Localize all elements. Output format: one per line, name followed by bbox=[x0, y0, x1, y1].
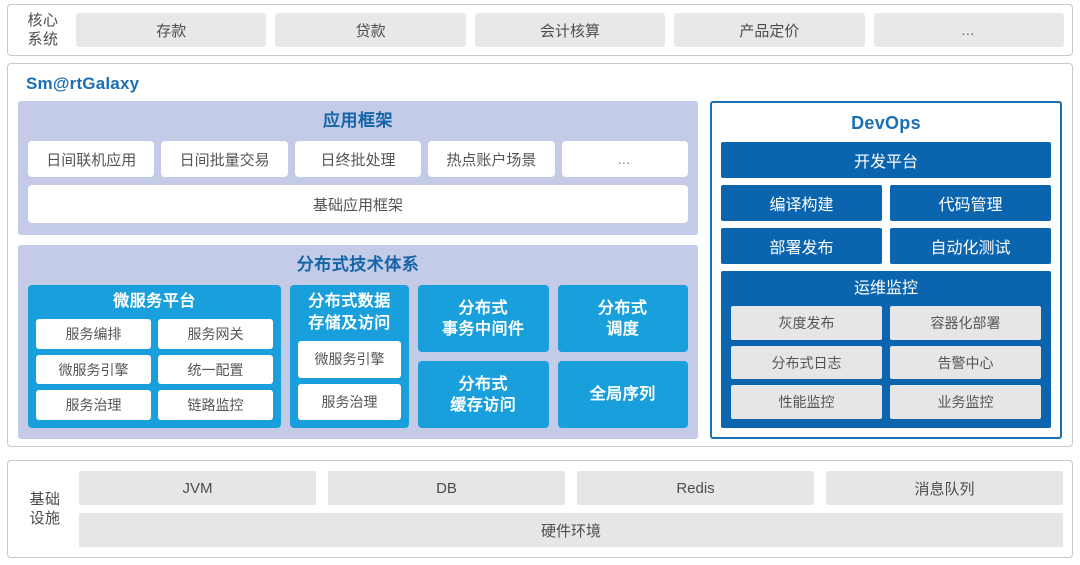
infrastructure-panel: 基础 设施 JVM DB Redis 消息队列 硬件环境 bbox=[7, 460, 1073, 558]
app-chip-eod-batch[interactable]: 日终批处理 bbox=[294, 141, 422, 177]
distributed-transaction-line2: 事务中间件 bbox=[441, 320, 525, 338]
distributed-data-storage-title-line1: 分布式数据 bbox=[308, 293, 391, 310]
core-systems-label: 核心 系统 bbox=[16, 11, 70, 49]
core-tab-product-pricing[interactable]: 产品定价 bbox=[674, 13, 865, 47]
smartgalaxy-panel: Sm@rtGalaxy 应用框架 日间联机应用 日间批量交易 日终批处理 热点账… bbox=[7, 63, 1073, 447]
storage-chip-row: 微服务引擎 bbox=[298, 341, 401, 378]
core-systems-panel: 核心 系统 存款 贷款 会计核算 产品定价 … bbox=[7, 4, 1073, 56]
global-sequence-box[interactable]: 全局序列 bbox=[557, 361, 688, 428]
application-framework-title: 应用框架 bbox=[323, 111, 393, 130]
devops-cell-code-management[interactable]: 代码管理 bbox=[890, 185, 1051, 221]
base-application-framework-bar[interactable]: 基础应用框架 bbox=[28, 185, 688, 223]
core-tab-more[interactable]: … bbox=[873, 13, 1065, 47]
chip-business-monitoring[interactable]: 业务监控 bbox=[890, 385, 1041, 420]
core-systems-tabs: 存款 贷款 会计核算 产品定价 … bbox=[70, 13, 1065, 47]
core-tab-deposit[interactable]: 存款 bbox=[76, 13, 267, 47]
chip-storage-microservice-engine[interactable]: 微服务引擎 bbox=[298, 341, 401, 378]
chip-gray-release[interactable]: 灰度发布 bbox=[731, 306, 882, 340]
devops-cell-deploy-release[interactable]: 部署发布 bbox=[721, 228, 882, 264]
distributed-transaction-line1: 分布式 bbox=[458, 299, 508, 317]
infra-cell-redis[interactable]: Redis bbox=[577, 471, 814, 505]
microservice-platform-title: 微服务平台 bbox=[113, 293, 196, 310]
distributed-data-storage-box[interactable]: 分布式数据 存储及访问 微服务引擎 服务治理 bbox=[290, 285, 409, 428]
core-systems-label-line1: 核心 bbox=[27, 12, 59, 29]
chip-distributed-logging[interactable]: 分布式日志 bbox=[731, 345, 882, 380]
microservice-chip-row: 微服务引擎 统一配置 bbox=[36, 354, 273, 385]
devops-title: DevOps bbox=[851, 113, 921, 133]
microservice-platform-chips: 服务编排 服务网关 微服务引擎 统一配置 服务治理 链路监控 bbox=[36, 319, 273, 421]
core-tab-loan[interactable]: 贷款 bbox=[275, 13, 466, 47]
core-systems-label-line2: 系统 bbox=[27, 31, 59, 48]
smartgalaxy-title: Sm@rtGalaxy bbox=[26, 74, 140, 93]
app-chip-more[interactable]: … bbox=[561, 141, 689, 177]
distributed-cache-access-box[interactable]: 分布式 缓存访问 bbox=[418, 361, 549, 428]
infrastructure-row: JVM DB Redis 消息队列 bbox=[79, 471, 1063, 505]
devops-row: 编译构建 代码管理 bbox=[721, 185, 1051, 221]
infrastructure-label-line2: 设施 bbox=[29, 510, 61, 527]
distributed-technology-group: 分布式技术体系 微服务平台 服务编排 服务网关 微服务引 bbox=[18, 245, 698, 439]
chip-performance-monitoring[interactable]: 性能监控 bbox=[731, 385, 882, 420]
devops-monitor-group: 运维监控 灰度发布 容器化部署 分布式日志 告警中心 性能监控 bbox=[721, 271, 1051, 428]
devops-monitor-row: 性能监控 业务监控 bbox=[731, 385, 1041, 420]
devops-monitor-row: 分布式日志 告警中心 bbox=[731, 345, 1041, 380]
infrastructure-label-line1: 基础 bbox=[29, 491, 61, 508]
app-chip-hot-account[interactable]: 热点账户场景 bbox=[428, 141, 555, 177]
distributed-data-storage-title-line2: 存储及访问 bbox=[308, 315, 391, 332]
distributed-scheduling-box[interactable]: 分布式 调度 bbox=[557, 285, 688, 352]
chip-service-orchestration[interactable]: 服务编排 bbox=[36, 319, 151, 349]
app-chip-daytime-online[interactable]: 日间联机应用 bbox=[28, 141, 155, 177]
smartgalaxy-left-column: 应用框架 日间联机应用 日间批量交易 日终批处理 热点账户场景 … 基础应用框架… bbox=[18, 101, 698, 439]
infrastructure-label: 基础 设施 bbox=[17, 490, 73, 528]
infra-cell-jvm[interactable]: JVM bbox=[79, 471, 316, 505]
distributed-technology-columns: 微服务平台 服务编排 服务网关 微服务引擎 统一配置 bbox=[28, 285, 688, 428]
distributed-scheduling-line1: 分布式 bbox=[597, 299, 648, 317]
devops-monitor-chips: 灰度发布 容器化部署 分布式日志 告警中心 性能监控 业务监控 bbox=[731, 306, 1041, 420]
infrastructure-content: JVM DB Redis 消息队列 硬件环境 bbox=[73, 471, 1063, 547]
distributed-data-storage-chips: 微服务引擎 服务治理 bbox=[298, 341, 401, 420]
chip-storage-service-governance[interactable]: 服务治理 bbox=[298, 383, 401, 420]
core-tab-accounting[interactable]: 会计核算 bbox=[474, 13, 666, 47]
devops-monitor-row: 灰度发布 容器化部署 bbox=[731, 306, 1041, 340]
infra-cell-message-queue[interactable]: 消息队列 bbox=[826, 471, 1063, 505]
microservice-chip-row: 服务编排 服务网关 bbox=[36, 319, 273, 349]
distributed-transaction-middleware-box[interactable]: 分布式 事务中间件 bbox=[418, 285, 549, 352]
app-chip-daytime-batch[interactable]: 日间批量交易 bbox=[161, 141, 288, 177]
distributed-cache-line2: 缓存访问 bbox=[450, 396, 517, 414]
microservice-platform-box[interactable]: 微服务平台 服务编排 服务网关 微服务引擎 统一配置 bbox=[28, 285, 281, 428]
smartgalaxy-body: 应用框架 日间联机应用 日间批量交易 日终批处理 热点账户场景 … 基础应用框架… bbox=[18, 101, 1062, 439]
chip-alert-center[interactable]: 告警中心 bbox=[890, 345, 1041, 380]
devops-panel: DevOps 开发平台 编译构建 代码管理 部署发布 自动化测试 运维监控 bbox=[710, 101, 1062, 439]
smartgalaxy-right-column: DevOps 开发平台 编译构建 代码管理 部署发布 自动化测试 运维监控 bbox=[710, 101, 1062, 439]
application-framework-group: 应用框架 日间联机应用 日间批量交易 日终批处理 热点账户场景 … 基础应用框架 bbox=[18, 101, 698, 235]
devops-cell-automated-testing[interactable]: 自动化测试 bbox=[890, 228, 1051, 264]
chip-service-governance[interactable]: 服务治理 bbox=[36, 390, 151, 421]
chip-containerized-deployment[interactable]: 容器化部署 bbox=[890, 306, 1041, 340]
microservice-chip-row: 服务治理 链路监控 bbox=[36, 390, 273, 421]
devops-cell-compile-build[interactable]: 编译构建 bbox=[721, 185, 882, 221]
devops-platform-bar[interactable]: 开发平台 bbox=[721, 142, 1051, 178]
distributed-cache-line1: 分布式 bbox=[458, 375, 508, 393]
storage-chip-row: 服务治理 bbox=[298, 383, 401, 420]
application-framework-chip-row: 日间联机应用 日间批量交易 日终批处理 热点账户场景 … bbox=[28, 141, 689, 177]
distributed-scheduling-line2: 调度 bbox=[606, 320, 640, 338]
devops-row: 部署发布 自动化测试 bbox=[721, 228, 1051, 264]
distributed-column-scheduling: 分布式 调度 全局序列 bbox=[557, 285, 688, 428]
infra-hardware-environment-bar[interactable]: 硬件环境 bbox=[79, 513, 1063, 547]
distributed-column-transaction: 分布式 事务中间件 分布式 缓存访问 bbox=[418, 285, 549, 428]
chip-unified-config[interactable]: 统一配置 bbox=[158, 354, 273, 385]
chip-service-gateway[interactable]: 服务网关 bbox=[158, 319, 273, 349]
chip-microservice-engine[interactable]: 微服务引擎 bbox=[36, 354, 151, 385]
chip-link-monitoring[interactable]: 链路监控 bbox=[158, 390, 273, 421]
distributed-technology-title: 分布式技术体系 bbox=[296, 255, 420, 274]
global-sequence-label: 全局序列 bbox=[589, 386, 656, 403]
infra-cell-db[interactable]: DB bbox=[328, 471, 565, 505]
devops-monitor-title: 运维监控 bbox=[853, 280, 918, 297]
